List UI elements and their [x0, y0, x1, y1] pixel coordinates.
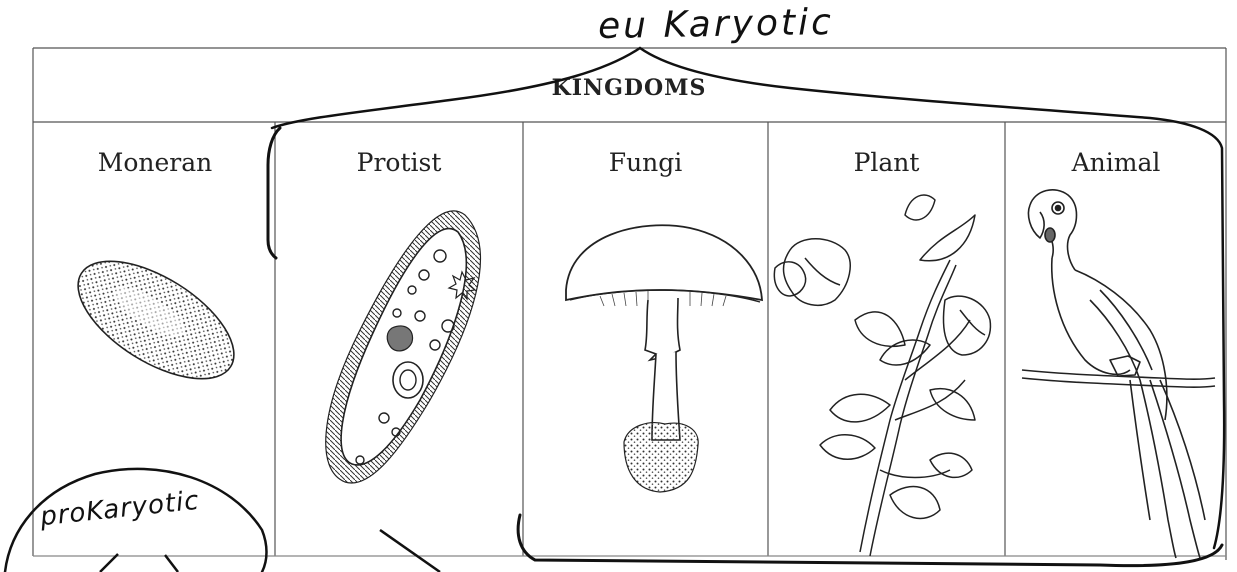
annotation-stroke	[380, 530, 440, 572]
annotation-stroke	[100, 554, 118, 572]
paramecium-icon	[326, 211, 481, 483]
bacterium-icon	[59, 238, 253, 403]
flowering-plant-icon	[774, 195, 990, 556]
annotation-stroke	[165, 555, 178, 572]
parrot-icon	[1022, 190, 1215, 558]
table-grid	[33, 48, 1226, 560]
eukaryotic-bottom-bracket	[518, 515, 1222, 566]
mushroom-icon	[566, 225, 762, 492]
eukaryotic-left-bracket	[268, 128, 280, 258]
